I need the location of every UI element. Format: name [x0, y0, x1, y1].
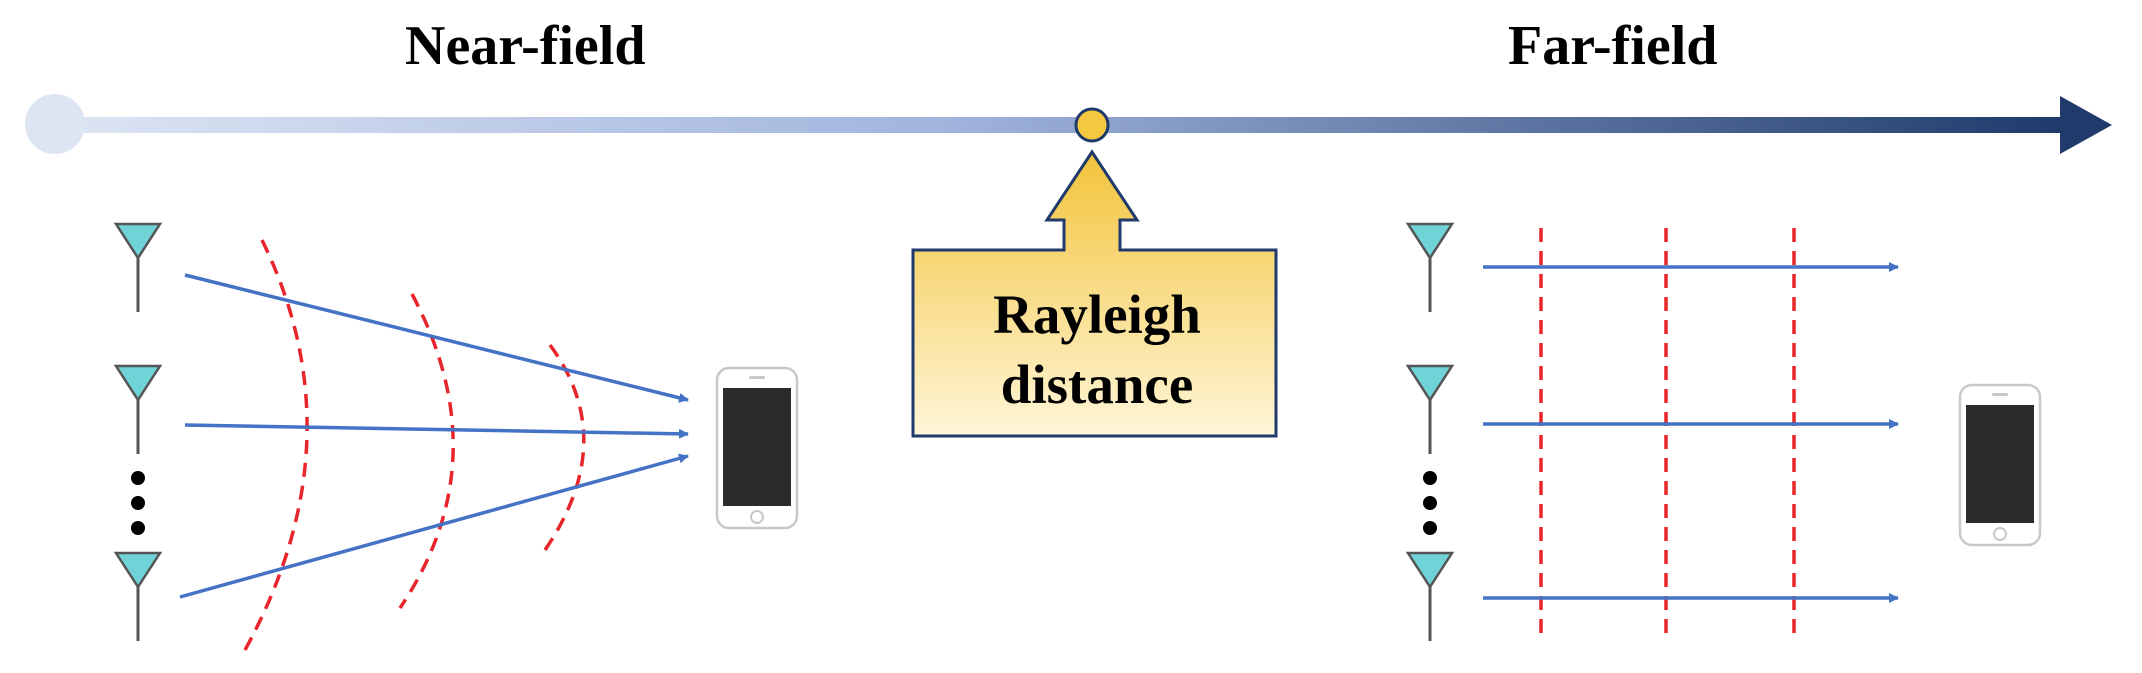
wavefront-3: [543, 343, 586, 551]
rayleigh-marker: [1074, 107, 1110, 143]
far-field-rays: [1483, 262, 1899, 603]
planar-wavefronts: [1539, 228, 1796, 640]
antenna-icon: [1406, 222, 1454, 314]
antenna-icon: [114, 551, 162, 643]
far-field-smartphone-icon: [1958, 383, 2042, 547]
antenna-icon: [1406, 551, 1454, 643]
near-field-smartphone-icon: [715, 366, 799, 530]
antenna-icon: [114, 222, 162, 314]
rayleigh-callout: [911, 149, 1278, 438]
far-field-antenna-array: [1406, 222, 1454, 643]
vertical-ellipsis-icon: [131, 471, 145, 535]
ray-2: [184, 423, 689, 439]
antenna-icon: [114, 364, 162, 456]
axis-arrowhead: [2060, 96, 2112, 154]
far-field-label: Far-field: [1508, 15, 1718, 77]
near-field-rays: [179, 273, 689, 599]
ray-3: [179, 453, 689, 599]
ray-1: [184, 273, 689, 403]
rayleigh-distance-text: Rayleigh distance: [913, 280, 1281, 420]
antenna-icon: [1406, 364, 1454, 456]
vertical-ellipsis-icon: [1423, 471, 1437, 535]
axis-bar: [55, 117, 2060, 133]
near-field-antenna-array: [114, 222, 162, 643]
callout-line-2: distance: [1000, 354, 1194, 415]
callout-line-1: Rayleigh: [993, 284, 1201, 345]
wavefront-1: [243, 239, 309, 651]
axis-origin-dot: [25, 94, 85, 154]
distance-axis: [25, 94, 2112, 154]
near-field-label: Near-field: [405, 15, 646, 77]
